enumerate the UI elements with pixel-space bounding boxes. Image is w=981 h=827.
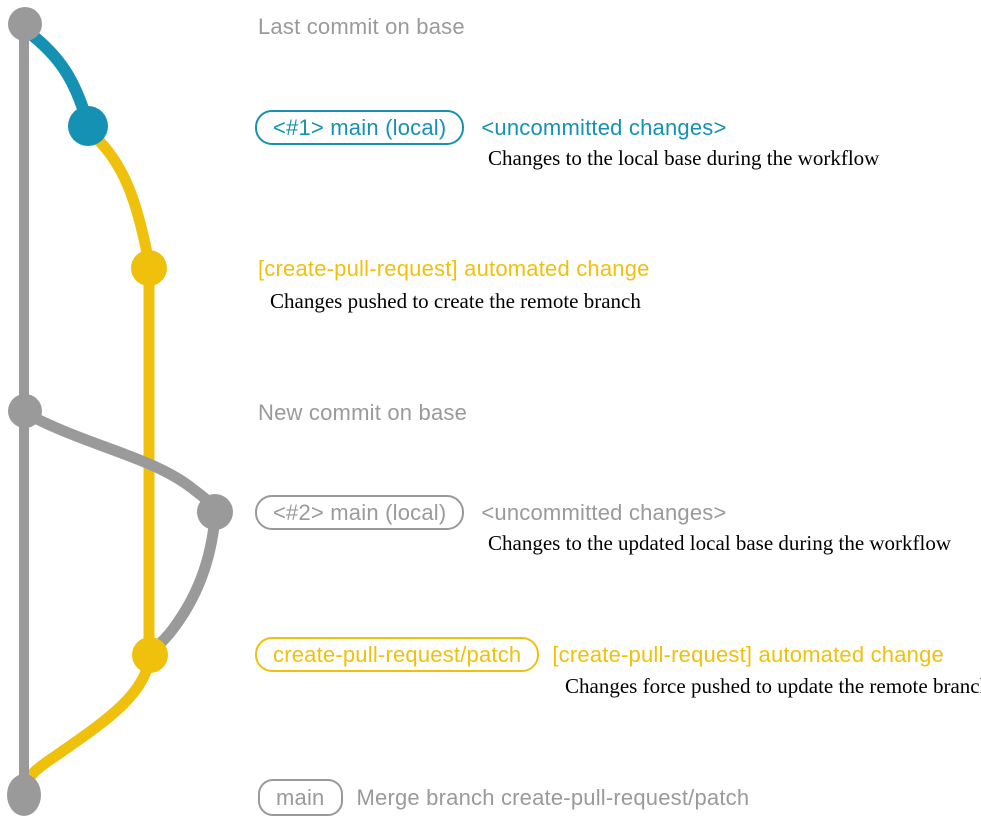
row-patch-branch: create-pull-request/patch [create-pull-r… <box>255 637 944 672</box>
label-new-commit-on-base: New commit on base <box>258 400 468 425</box>
edge-branch-out-patch <box>85 127 154 264</box>
label-automated-change-2: [create-pull-request] automated change <box>552 641 944 667</box>
edge-branch-out-local-main-1 <box>21 25 93 127</box>
caption-uncommitted-changes-2: Changes to the updated local base during… <box>488 531 952 555</box>
caption-automated-change-2: Changes force pushed to update the remot… <box>565 674 981 698</box>
branch-badge-main: main <box>258 779 343 816</box>
branch-badge-patch: create-pull-request/patch <box>255 637 540 672</box>
node-main-local-1 <box>68 106 108 146</box>
edge-patch-merge-into-main <box>19 654 155 796</box>
label-last-commit-on-base: Last commit on base <box>258 14 465 39</box>
edge-local-main-2-to-patch <box>146 511 221 658</box>
caption-uncommitted-changes-1: Changes to the local base during the wor… <box>488 146 880 170</box>
row-main-local-1: <#1> main (local) <uncommitted changes> <box>255 110 727 145</box>
row-main-local-2: <#2> main (local) <uncommitted changes> <box>255 495 727 530</box>
caption-automated-change-1: Changes pushed to create the remote bran… <box>270 289 641 313</box>
branch-badge-main-local-1: <#1> main (local) <box>255 110 465 145</box>
status-uncommitted-changes-2: <uncommitted changes> <box>481 499 727 525</box>
edge-branch-out-local-main-2 <box>21 408 222 517</box>
node-merge-commit <box>7 774 41 816</box>
node-new-commit-on-base <box>8 394 42 428</box>
node-last-commit-on-base <box>8 7 42 41</box>
label-merge-commit: Merge branch create-pull-request/patch <box>356 784 750 810</box>
status-uncommitted-changes-1: <uncommitted changes> <box>481 114 727 140</box>
label-automated-change-1: [create-pull-request] automated change <box>258 256 650 281</box>
branch-badge-main-local-2: <#2> main (local) <box>255 495 465 530</box>
node-automated-change-2 <box>132 637 168 673</box>
row-merge: main Merge branch create-pull-request/pa… <box>258 779 749 816</box>
node-main-local-2 <box>197 494 233 530</box>
node-automated-change-1 <box>131 250 167 286</box>
